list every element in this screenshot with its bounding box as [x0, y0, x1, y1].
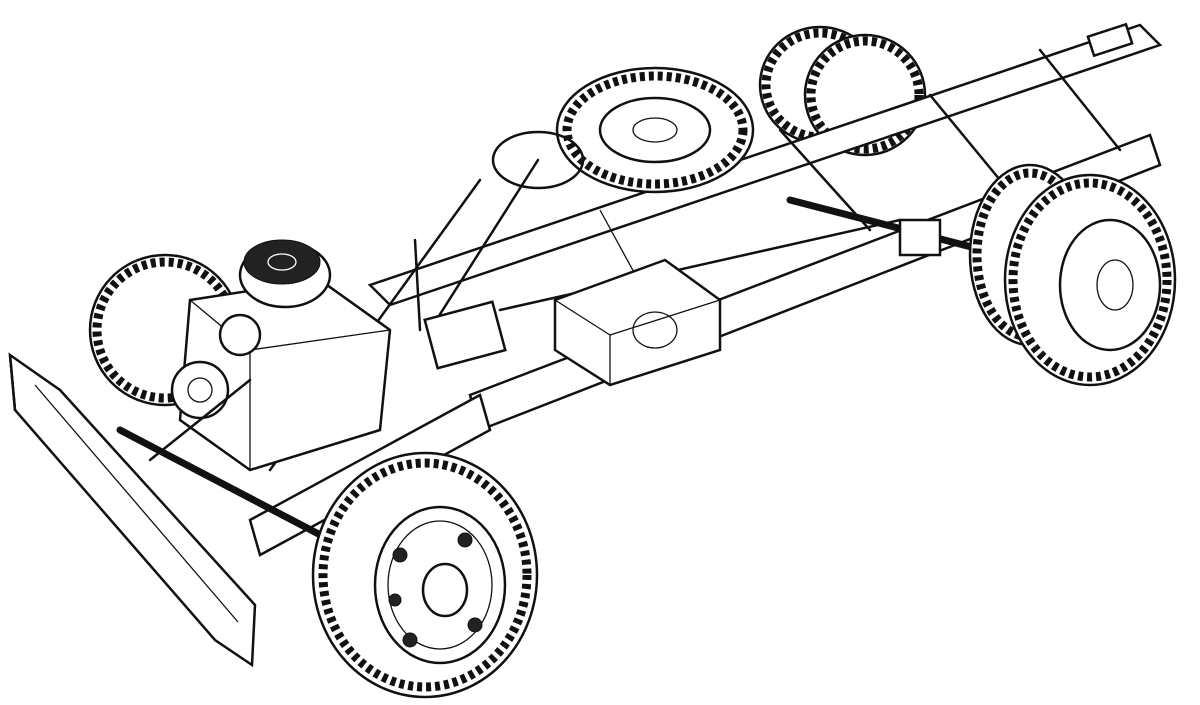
rear-near-wheels [968, 163, 1177, 387]
fuel-tank [553, 258, 722, 387]
front-near-wheel [311, 451, 539, 699]
air-cleaner [238, 239, 332, 309]
front-axle [116, 378, 334, 544]
front-bumper [8, 352, 257, 668]
engine [170, 239, 507, 472]
spare-tire [555, 66, 755, 194]
